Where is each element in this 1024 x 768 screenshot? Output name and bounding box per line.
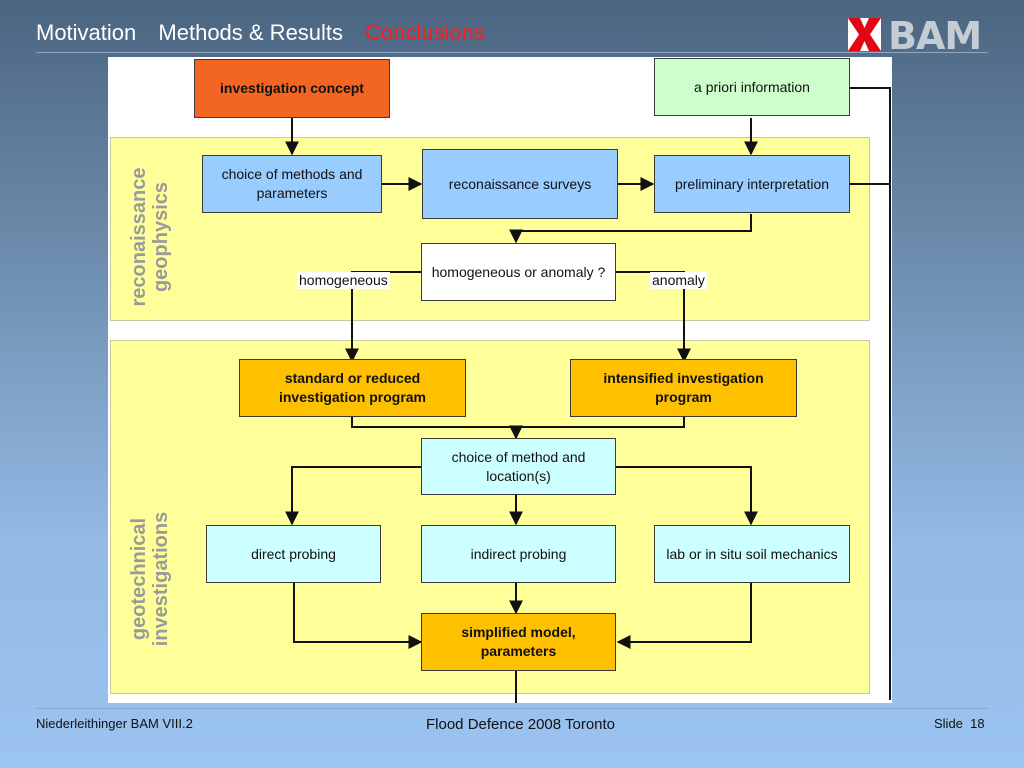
node-preliminary-interpretation: preliminary interpretation: [654, 155, 850, 213]
edge-label-homogeneous: homogeneous: [297, 272, 390, 289]
footer-slide-value: 18: [970, 716, 985, 731]
bam-logo: BAM: [848, 14, 990, 58]
node-investigation-concept: investigation concept: [194, 59, 390, 118]
flowchart-canvas: reconaissance geophysics geotechnical in…: [108, 57, 892, 703]
node-direct-probing: direct probing: [206, 525, 381, 583]
nav-motivation[interactable]: Motivation: [36, 20, 137, 45]
node-simplified-model: simplified model, parameters: [421, 613, 616, 671]
header-divider: [36, 52, 988, 53]
node-standard-reduced-program: standard or reduced investigation progra…: [239, 359, 466, 417]
node-homogeneous-or-anomaly: homogeneous or anomaly ?: [421, 243, 616, 301]
node-intensified-program: intensified investigation program: [570, 359, 797, 417]
node-lab-in-situ-soil-mechanics: lab or in situ soil mechanics: [654, 525, 850, 583]
node-a-priori-information: a priori information: [654, 58, 850, 116]
node-indirect-probing: indirect probing: [421, 525, 616, 583]
node-choice-of-methods: choice of methods and parameters: [202, 155, 382, 213]
node-reconaissance-surveys: reconaissance surveys: [422, 149, 618, 219]
bam-logo-text: BAM: [888, 14, 982, 58]
footer-slide-number: Slide 18: [934, 716, 985, 731]
bam-logo-icon: [848, 18, 881, 51]
footer-divider: [36, 708, 988, 709]
footer-event: Flood Defence 2008 Toronto: [426, 716, 616, 733]
footer-author: Niederleithinger BAM VIII.2: [36, 716, 193, 731]
nav-methods-results[interactable]: Methods & Results: [158, 20, 344, 45]
section-nav: Motivation Methods & Results Conclusions: [36, 20, 501, 46]
edge-label-anomaly: anomaly: [650, 272, 707, 289]
nav-conclusions[interactable]: Conclusions: [365, 20, 486, 45]
footer-slide-label: Slide: [934, 716, 963, 731]
node-choice-method-location: choice of method and location(s): [421, 438, 616, 495]
